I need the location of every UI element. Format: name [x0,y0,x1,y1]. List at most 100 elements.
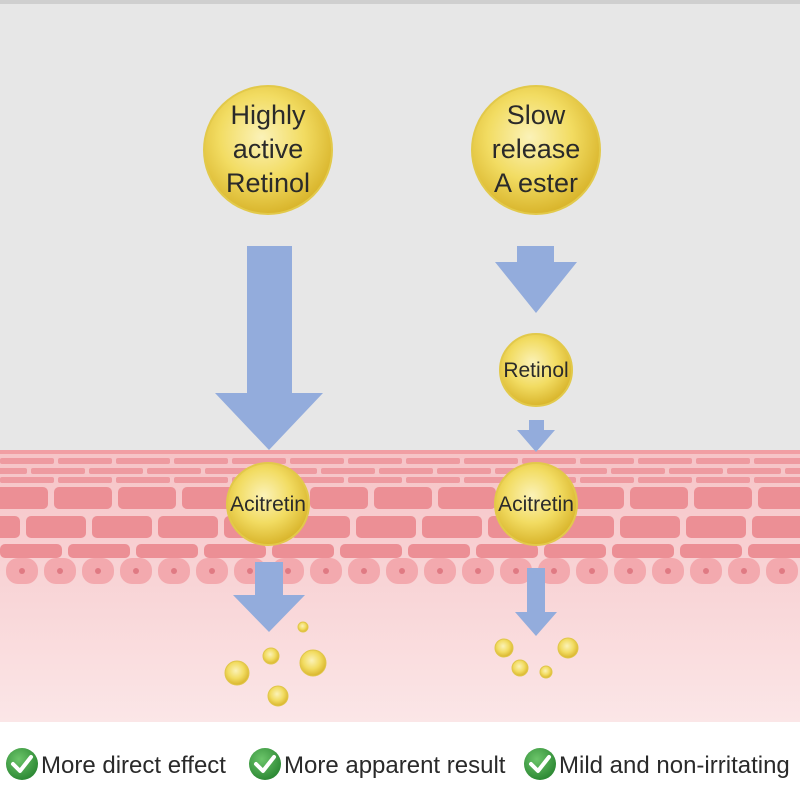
right-source-line-3: A ester [494,168,578,198]
skin-brick [158,516,218,538]
stratum-cell [580,477,634,483]
skin-brick [92,516,152,538]
skin-brick [620,516,680,538]
skin-brick [136,544,198,558]
skin-brick [566,487,624,509]
skin-brick [630,487,688,509]
stratum-cell [31,468,85,474]
particle [299,649,327,677]
stratum-cell [464,458,518,464]
stratum-cell [638,477,692,483]
stratum-cell [116,477,170,483]
cell-nucleus [19,568,25,574]
stratum-cell [348,477,402,483]
benefit-label-2: More apparent result [284,752,506,779]
stratum-cell [321,468,375,474]
left-long-arrow [215,246,323,450]
skin-brick [438,487,496,509]
right-particles [494,637,579,679]
left-particles [224,621,327,707]
right-source-line-1: Slow [507,100,566,130]
skin-brick [356,516,416,538]
cell-nucleus [665,568,671,574]
stratum-cell [89,468,143,474]
cell-nucleus [57,568,63,574]
skin-brick [680,544,742,558]
stratum-cell [290,458,344,464]
cell-nucleus [741,568,747,574]
stratum-cell [0,458,54,464]
cell-nucleus [285,568,291,574]
check-circle-icon [6,748,38,780]
right-skin-label: Acitretin [498,493,574,516]
stratum-cell [580,458,634,464]
particle [267,685,289,707]
stratum-cell [437,468,491,474]
right-bottom-arrow [515,568,557,636]
skin-brick [422,516,482,538]
skin-brick [310,487,368,509]
right-source-line-2: release [492,134,581,164]
particle [511,659,529,677]
stratum-cell [348,458,402,464]
cell-nucleus [133,568,139,574]
cell-nucleus [95,568,101,574]
skin-brick [68,544,130,558]
cell-nucleus [551,568,557,574]
arrows [215,246,577,636]
cell-nucleus [247,568,253,574]
skin-brick [544,544,606,558]
skin-brick [182,487,240,509]
cell-nucleus [475,568,481,574]
skin-brick [26,516,86,538]
cell-nucleus [323,568,329,574]
skin-brick [752,516,800,538]
stratum-cell [174,458,228,464]
cell-nucleus [171,568,177,574]
left-bottom-arrow [233,562,305,632]
skin-brick [694,487,752,509]
benefit-item: Mild and non-irritating [524,748,790,780]
right-intermediate-bubble: Retinol [499,333,573,407]
stratum-cell [174,477,228,483]
benefit-item: More apparent result [249,748,506,780]
cell-nucleus [627,568,633,574]
left-source-line-2: active [233,134,304,164]
skin-brick [748,544,800,558]
skin-layers [0,450,800,722]
stratum-cell [406,458,460,464]
stratum-cell [754,458,800,464]
stratum-cell [116,458,170,464]
benefits-bar: More direct effect More apparent result … [0,722,800,800]
stratum-cell [754,477,800,483]
benefit-item: More direct effect [6,748,226,780]
skin-brick [374,487,432,509]
stratum-cell [669,468,723,474]
cell-nucleus [399,568,405,574]
stratum-cell [553,468,607,474]
particle [494,638,514,658]
particle [224,660,250,686]
skin-brick [408,544,470,558]
stratum-cell [58,458,112,464]
stratum-cell [727,468,781,474]
check-circle-icon [524,748,556,780]
skin-brick [204,544,266,558]
benefit-label-1: More direct effect [41,752,226,779]
left-skin-bubble: Acitretin [226,462,310,546]
stratum-cell [785,468,800,474]
skin-brick [272,544,334,558]
right-source-bubble: Slow release A ester [471,85,601,215]
stratum-cell [611,468,665,474]
skin-brick [0,487,48,509]
background [0,0,800,450]
cell-nucleus [779,568,785,574]
left-source-line-1: Highly [230,100,306,130]
top-border [0,0,800,4]
check-circle-icon [249,748,281,780]
skin-brick [686,516,746,538]
right-short-arrow [495,246,577,313]
stratum-cell [406,477,460,483]
stratum-cell [638,458,692,464]
